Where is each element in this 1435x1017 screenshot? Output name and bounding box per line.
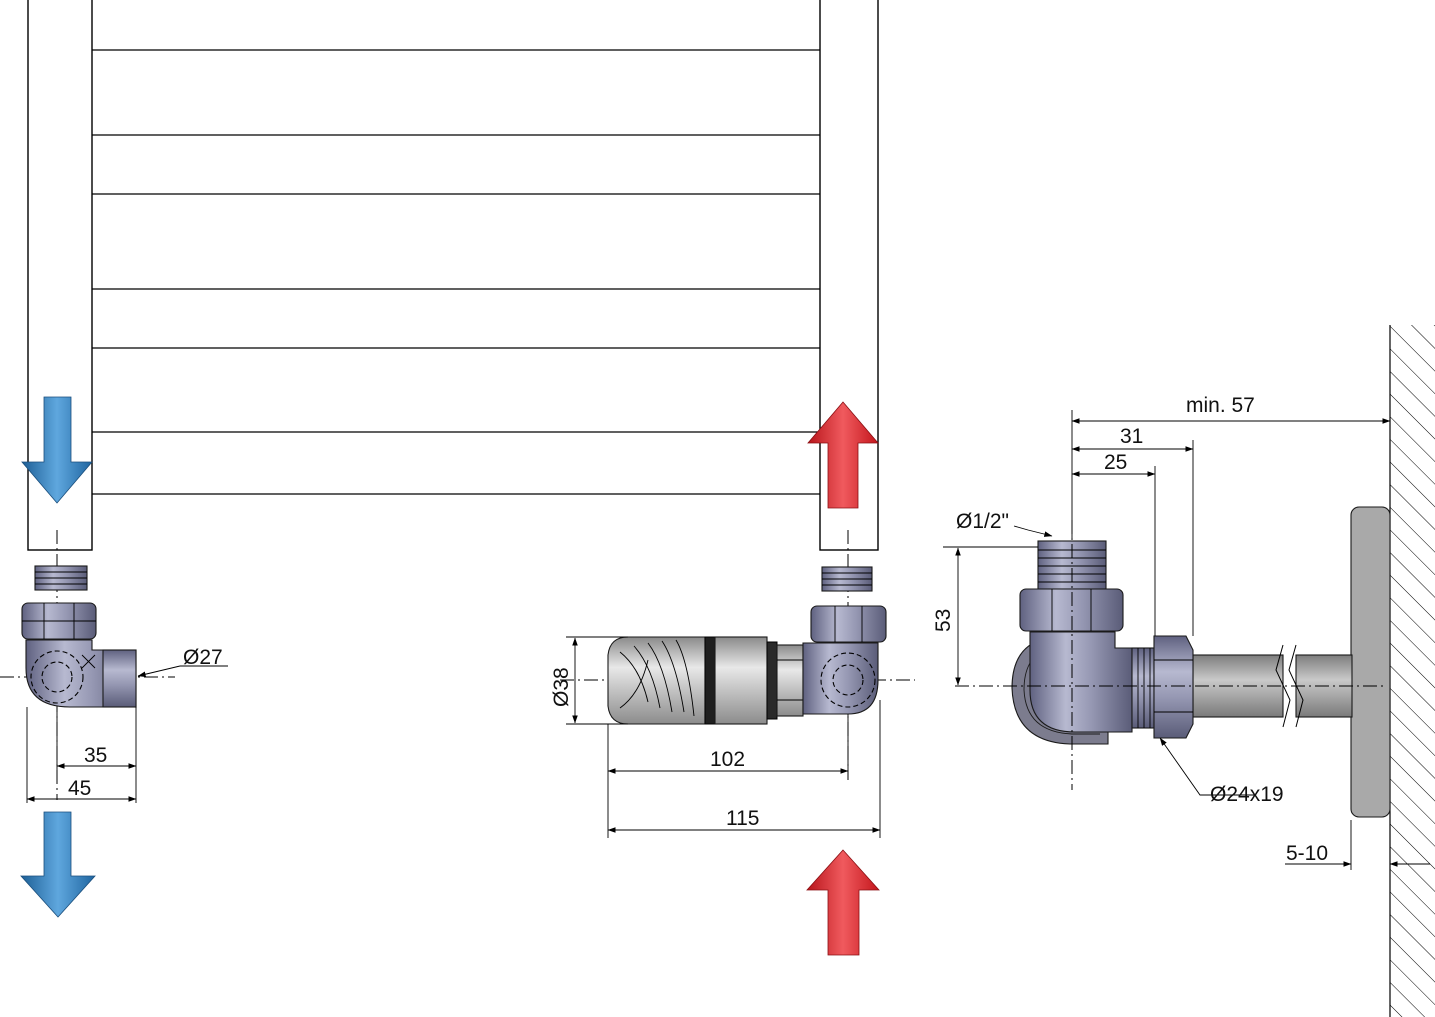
- thermostat-body: [714, 636, 768, 725]
- label-dia-half-inch: Ø1/2": [956, 510, 1009, 533]
- label-dia-38: Ø38: [550, 667, 573, 707]
- blue-down-arrow-icon: [20, 811, 96, 918]
- left-angle-valve: [0, 530, 175, 803]
- thermostat-nut: [776, 644, 804, 717]
- middle-valve-nut: [810, 605, 887, 643]
- wall-rosette: [1350, 506, 1391, 818]
- left-valve-outlet: [102, 649, 137, 708]
- radiator-crossbars: [92, 49, 820, 495]
- label-dim-35: 35: [84, 744, 107, 767]
- side-angle-valve: [955, 520, 1385, 790]
- label-dim-5-10: 5-10: [1286, 842, 1328, 865]
- label-dim-102: 102: [710, 748, 745, 771]
- red-up-arrow-icon: [806, 849, 880, 956]
- wall-hatching: [1390, 325, 1435, 1017]
- thermostatic-valve: [560, 530, 915, 838]
- leader-24x19: [1159, 737, 1256, 796]
- label-dim-45: 45: [68, 777, 91, 800]
- leader-half-inch: [1013, 525, 1053, 537]
- label-dim-53: 53: [932, 609, 955, 632]
- wall-section: [1389, 325, 1435, 1017]
- thermostat-head: [607, 636, 706, 725]
- middle-valve-body: [802, 642, 879, 715]
- label-dia-27: Ø27: [183, 646, 223, 669]
- compression-nut: [1153, 635, 1194, 739]
- blue-down-arrow-icon: [21, 396, 93, 504]
- side-valve-body: [1029, 631, 1133, 733]
- leader-27: [137, 665, 181, 677]
- label-dia-24x19: Ø24x19: [1210, 783, 1284, 806]
- thermostat-ring: [704, 636, 716, 725]
- label-dim-31: 31: [1120, 425, 1143, 448]
- radiator: [27, 0, 879, 551]
- label-dim-115: 115: [726, 807, 759, 830]
- label-min-57: min. 57: [1186, 394, 1255, 417]
- label-dim-25: 25: [1104, 451, 1127, 474]
- red-up-arrow-icon: [807, 401, 879, 509]
